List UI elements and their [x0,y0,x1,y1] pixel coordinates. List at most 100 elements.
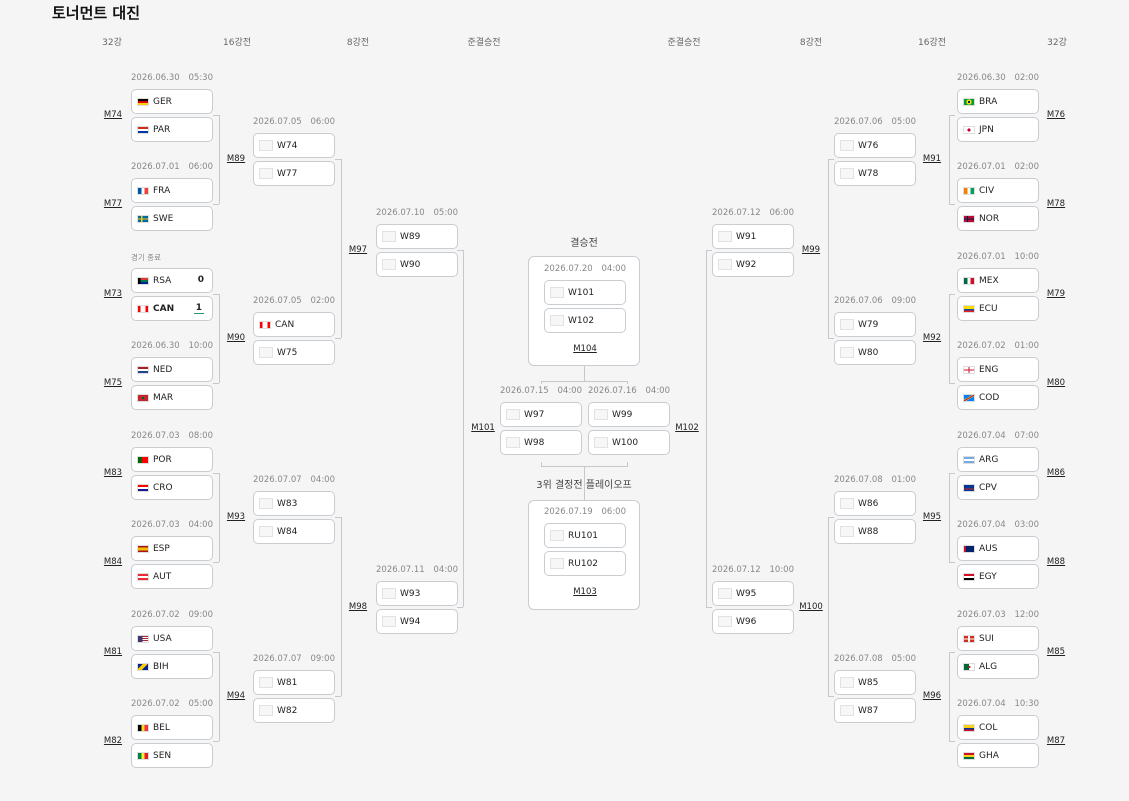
team-slot[interactable]: W92 [712,252,794,277]
team-slot[interactable]: NOR [957,206,1039,231]
match-id-link[interactable]: M99 [801,245,821,255]
team-slot[interactable]: EGY [957,564,1039,589]
team-slot[interactable]: W93 [376,581,458,606]
team-slot[interactable]: W102 [544,308,626,333]
bracket-connector [541,381,542,384]
team-slot[interactable]: AUS [957,536,1039,561]
team-slot[interactable]: CRO [131,475,213,500]
team-slot[interactable]: BEL [131,715,213,740]
match-id-link[interactable]: M83 [103,468,123,478]
match-id-link[interactable]: M91 [922,154,942,164]
team-slot[interactable]: CAN [253,312,335,337]
match-id-link[interactable]: M98 [348,602,368,612]
team-slot[interactable]: RU102 [544,551,626,576]
team-slot[interactable]: W95 [712,581,794,606]
match-id-link[interactable]: M94 [226,691,246,701]
match-id-link[interactable]: M74 [103,110,123,120]
match-id-link[interactable]: M85 [1046,647,1066,657]
team-slot[interactable]: BRA [957,89,1039,114]
team-slot[interactable]: W74 [253,133,335,158]
match-id-link[interactable]: M84 [103,557,123,567]
match-date: 2026.07.01 [957,162,1006,172]
team-slot[interactable]: GHA [957,743,1039,768]
team-slot[interactable]: NED [131,357,213,382]
team-slot[interactable]: W99 [588,402,670,427]
team-slot[interactable]: W89 [376,224,458,249]
team-slot[interactable]: W81 [253,670,335,695]
team-slot[interactable]: MAR [131,385,213,410]
match-id-link[interactable]: M82 [103,736,123,746]
match-id-link[interactable]: M89 [226,154,246,164]
match-id-link[interactable]: M87 [1046,736,1066,746]
team-slot[interactable]: W75 [253,340,335,365]
match-id-link[interactable]: M103 [573,587,597,597]
match-id-link[interactable]: M86 [1046,468,1066,478]
team-slot[interactable]: W96 [712,609,794,634]
match-id-link[interactable]: M100 [799,602,823,612]
match-id-link[interactable]: M96 [922,691,942,701]
team-slot[interactable]: W87 [834,698,916,723]
team-slot[interactable]: W88 [834,519,916,544]
team-slot[interactable]: AUT [131,564,213,589]
team-slot[interactable]: W100 [588,430,670,455]
match-id-link[interactable]: M101 [471,423,495,433]
match-id-link[interactable]: M73 [103,289,123,299]
team-slot[interactable]: FRA [131,178,213,203]
team-slot[interactable]: ECU [957,296,1039,321]
team-slot[interactable]: COL [957,715,1039,740]
team-slot[interactable]: JPN [957,117,1039,142]
team-slot[interactable]: ESP [131,536,213,561]
team-slot[interactable]: W85 [834,670,916,695]
match-id-link[interactable]: M81 [103,647,123,657]
match-id-link[interactable]: M75 [103,378,123,388]
team-slot[interactable]: POR [131,447,213,472]
match-id-link[interactable]: M93 [226,512,246,522]
team-slot[interactable]: W78 [834,161,916,186]
team-slot[interactable]: RU101 [544,523,626,548]
team-slot[interactable]: W84 [253,519,335,544]
match-id-link[interactable]: M90 [226,333,246,343]
team-slot[interactable]: SWE [131,206,213,231]
match-id-link[interactable]: M88 [1046,557,1066,567]
match-id-link[interactable]: M80 [1046,378,1066,388]
match-id-link[interactable]: M104 [573,344,597,354]
team-slot[interactable]: W86 [834,491,916,516]
team-slot[interactable]: W79 [834,312,916,337]
match-id-link[interactable]: M97 [348,245,368,255]
team-slot[interactable]: BIH [131,654,213,679]
match-id-link[interactable]: M78 [1046,199,1066,209]
team-slot[interactable]: W94 [376,609,458,634]
match-id-link[interactable]: M79 [1046,289,1066,299]
team-slot[interactable]: CIV [957,178,1039,203]
team-slot[interactable]: GER [131,89,213,114]
team-slot[interactable]: W76 [834,133,916,158]
match-id-link[interactable]: M77 [103,199,123,209]
team-slot[interactable]: W77 [253,161,335,186]
match-time: 03:00 [1014,520,1040,530]
team-slot[interactable]: CPV [957,475,1039,500]
team-slot[interactable]: W80 [834,340,916,365]
team-slot[interactable]: ENG [957,357,1039,382]
team-slot[interactable]: ARG [957,447,1039,472]
team-slot[interactable]: W91 [712,224,794,249]
match-id-link[interactable]: M102 [675,423,699,433]
team-slot[interactable]: SEN [131,743,213,768]
team-slot[interactable]: W98 [500,430,582,455]
team-slot[interactable]: W97 [500,402,582,427]
match-id-link[interactable]: M76 [1046,110,1066,120]
match-id-link[interactable]: M95 [922,512,942,522]
team-slot[interactable]: PAR [131,117,213,142]
team-slot[interactable]: COD [957,385,1039,410]
team-slot[interactable]: W82 [253,698,335,723]
team-slot[interactable]: W83 [253,491,335,516]
team-slot[interactable]: W101 [544,280,626,305]
team-slot[interactable]: W90 [376,252,458,277]
team-slot[interactable]: MEX [957,268,1039,293]
team-slot[interactable]: ALG [957,654,1039,679]
match-id-link[interactable]: M92 [922,333,942,343]
team-name: W76 [858,140,879,151]
team-slot[interactable]: SUI [957,626,1039,651]
team-slot[interactable]: USA [131,626,213,651]
